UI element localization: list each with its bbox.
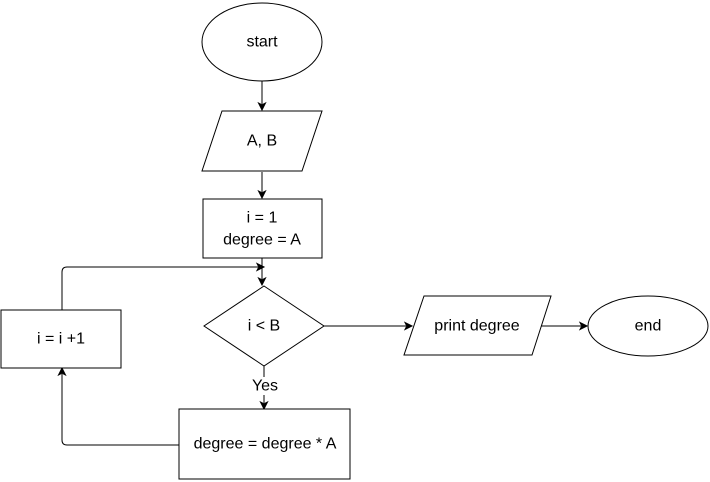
edge-start-to-input [257,81,267,112]
end-node-label: end [635,318,662,335]
input-node: A, B [201,110,323,172]
edge-condition-to-output [324,321,414,331]
condition-node: i < B [203,285,325,367]
condition-node-label: i < B [248,318,280,335]
multiply-node-label: degree = degree * A [194,436,337,453]
start-node-label: start [246,34,278,51]
input-node-label: A, B [247,133,277,150]
yes-edge-label: Yes [248,377,282,395]
output-node: print degree [403,295,552,356]
init-node-label-line1: i = 1 [247,210,278,227]
yes-edge-label-text: Yes [252,378,278,395]
increment-node-label: i = i +1 [37,331,85,348]
increment-node: i = i +1 [0,309,122,369]
start-node: start [201,2,323,82]
edge-increment-to-condition [61,262,266,310]
multiply-node: degree = degree * A [178,408,351,480]
init-node: i = 1 degree = A [202,198,323,259]
edge-output-to-end [539,321,589,331]
init-node-label-line2: degree = A [223,232,301,249]
output-node-label: print degree [434,318,519,335]
end-node: end [587,295,709,357]
edge-init-to-condition [257,258,267,287]
edge-input-to-init [257,172,267,200]
edge-multiply-to-increment [57,366,179,446]
